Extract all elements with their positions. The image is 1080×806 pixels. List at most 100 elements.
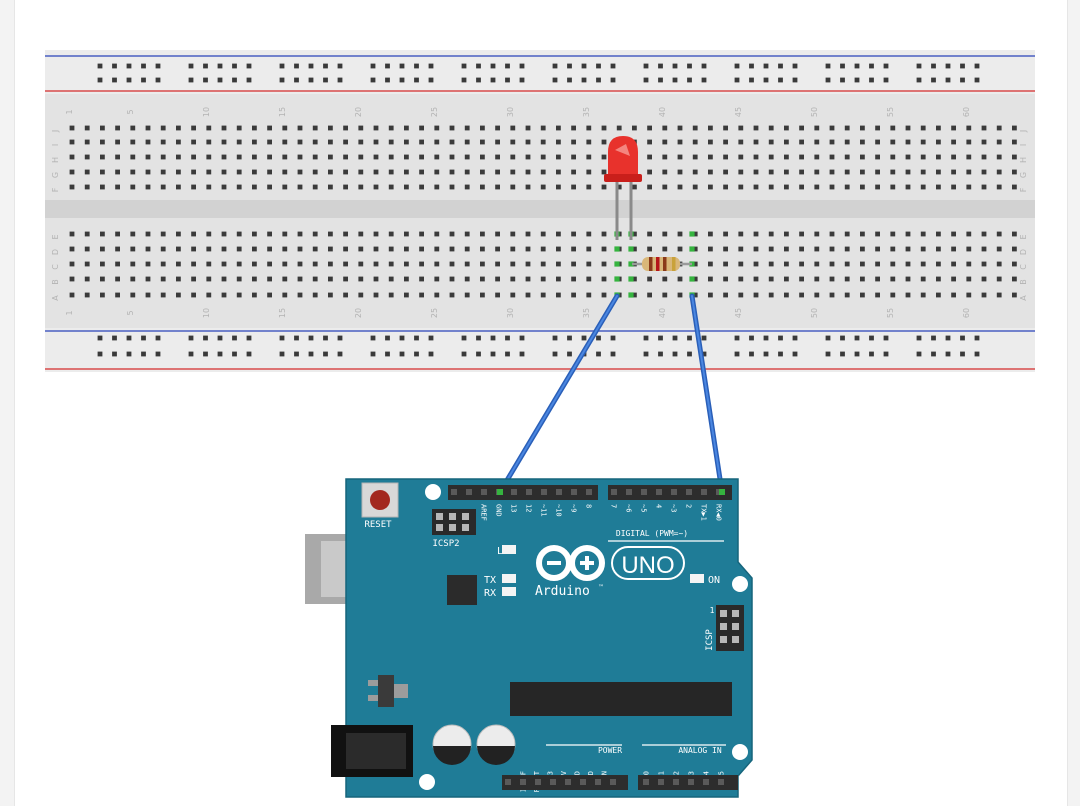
breadboard-hole <box>768 261 774 267</box>
rail-hole <box>687 351 692 357</box>
rail-hole <box>217 77 223 83</box>
connected-hole <box>628 292 634 298</box>
breadboard-hole <box>556 231 561 237</box>
breadboard-hole <box>145 276 151 282</box>
breadboard-hole <box>784 261 789 267</box>
breadboard-hole <box>708 184 713 190</box>
breadboard-hole <box>860 231 865 237</box>
breadboard-hole <box>951 276 956 282</box>
breadboard-hole <box>692 125 698 131</box>
rail-hole <box>869 351 874 357</box>
breadboard-hole <box>449 154 455 160</box>
center-channel <box>45 200 1035 218</box>
rail-hole <box>701 351 707 357</box>
breadboard-hole <box>799 169 804 175</box>
breadboard-hole <box>130 154 136 160</box>
header-hole <box>511 489 517 495</box>
breadboard-hole <box>100 184 105 190</box>
breadboard-hole <box>1012 276 1017 282</box>
rail-hole <box>931 63 936 69</box>
breadboard-hole <box>510 231 516 237</box>
breadboard-hole <box>130 292 136 298</box>
rail-hole <box>643 335 649 341</box>
breadboard-hole <box>464 231 470 237</box>
breadboard-hole <box>115 184 120 190</box>
rail-hole <box>581 335 587 341</box>
breadboard-hole <box>480 125 485 131</box>
breadboard-hole <box>936 139 941 145</box>
breadboard-hole <box>692 276 698 282</box>
digital-label: DIGITAL (PWM=~) <box>616 529 688 538</box>
breadboard-hole <box>799 184 804 190</box>
breadboard-hole <box>799 261 804 267</box>
header-hole <box>701 489 707 495</box>
rail-holes <box>97 63 980 357</box>
row-letter: E <box>1019 234 1028 239</box>
digital-header-left <box>448 485 598 500</box>
breadboard-hole <box>434 231 440 237</box>
pin-label: ~11 <box>540 504 548 517</box>
breadboard-hole <box>768 246 774 252</box>
breadboard-hole <box>464 169 470 175</box>
breadboard-hole <box>966 169 972 175</box>
rail-hole <box>308 63 314 69</box>
breadboard-hole <box>388 261 394 267</box>
rail-hole <box>279 63 285 69</box>
breadboard-hole <box>753 246 759 252</box>
breadboard-hole <box>662 246 668 252</box>
breadboard-hole <box>297 125 303 131</box>
breadboard-hole <box>328 246 333 252</box>
breadboard-hole <box>966 231 972 237</box>
rail-hole <box>763 63 769 69</box>
breadboard-hole <box>191 292 196 298</box>
breadboard-hole <box>343 184 348 190</box>
rail-hole <box>687 77 692 83</box>
header-hole <box>686 489 692 495</box>
breadboard-hole <box>373 292 379 298</box>
breadboard-hole <box>176 154 181 160</box>
breadboard-hole <box>860 154 865 160</box>
breadboard-hole <box>388 292 394 298</box>
connected-hole <box>689 231 695 237</box>
breadboard-hole <box>586 125 592 131</box>
breadboard-hole <box>495 246 500 252</box>
breadboard-hole <box>84 154 90 160</box>
header-hole <box>703 779 709 785</box>
rail-hole <box>643 351 649 357</box>
rail-hole <box>97 351 103 357</box>
breadboard-hole <box>844 246 850 252</box>
breadboard-hole <box>951 169 956 175</box>
breadboard-hole <box>419 261 424 267</box>
rail-hole <box>596 351 601 357</box>
breadboard-hole <box>206 276 212 282</box>
rail-hole <box>461 351 467 357</box>
breadboard-hole <box>404 139 409 145</box>
breadboard-hole <box>875 169 880 175</box>
rail-hole <box>672 335 678 341</box>
breadboard-hole <box>677 169 683 175</box>
breadboard-hole <box>145 125 151 131</box>
rail-hole <box>97 335 103 341</box>
breadboard-hole <box>814 184 820 190</box>
row-letter: A <box>51 295 60 301</box>
rail-hole <box>126 351 132 357</box>
breadboard-hole <box>601 169 607 175</box>
breadboard-hole <box>297 261 303 267</box>
breadboard-hole <box>540 154 546 160</box>
pin-label: ~10 <box>555 504 563 517</box>
breadboard-hole <box>905 125 911 131</box>
breadboard-hole <box>996 246 1002 252</box>
rail-hole <box>112 351 117 357</box>
rail-hole <box>476 63 481 69</box>
rail-hole <box>461 77 467 83</box>
breadboard-hole <box>160 125 166 131</box>
breadboard-hole <box>981 246 987 252</box>
breadboard-hole <box>160 246 166 252</box>
reset-button-cap[interactable] <box>370 490 390 510</box>
breadboard-hole <box>206 169 212 175</box>
breadboard-hole <box>708 125 713 131</box>
breadboard-hole <box>419 246 424 252</box>
rail-hole <box>112 63 117 69</box>
breadboard-hole <box>677 246 683 252</box>
breadboard-hole <box>404 125 409 131</box>
